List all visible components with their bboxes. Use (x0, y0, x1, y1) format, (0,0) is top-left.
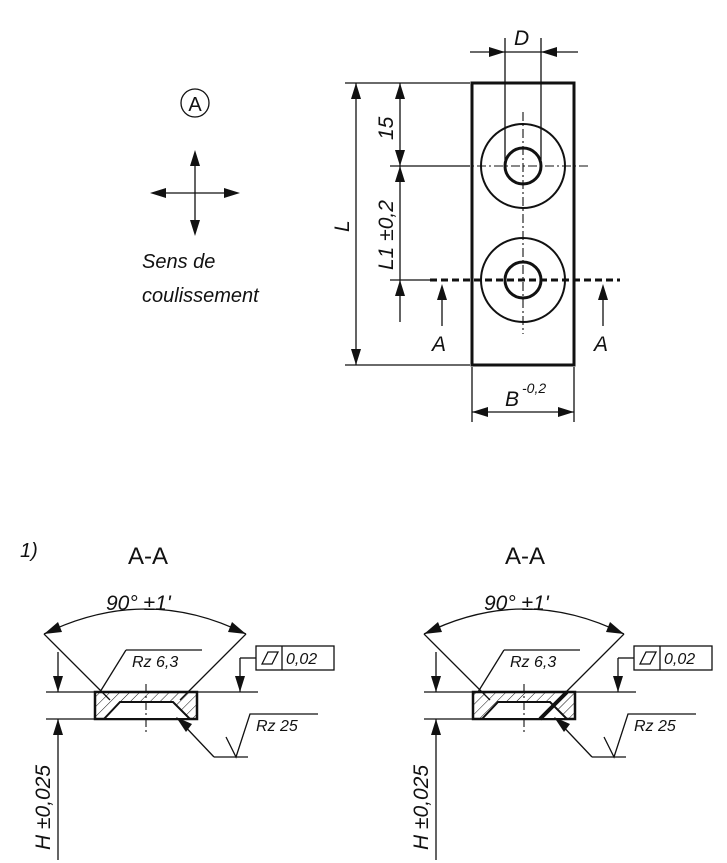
section-arrow-left (437, 284, 447, 326)
dim-B-tolerance: -0,2 (522, 380, 546, 396)
slide-outline (470, 81, 576, 367)
section-mark-left: A (430, 333, 446, 356)
section-view-1: A-A 90° ±1' H ±0,025 Rz 6,3 (32, 543, 335, 860)
dim-L-label: L (331, 220, 354, 232)
dim-L1-label: L1 ±0,2 (375, 200, 398, 270)
section-2-angle: 90° ±1' (484, 592, 550, 615)
flatness-icon (260, 651, 280, 665)
section-1-title: A-A (128, 543, 168, 570)
dim-15-label: 15 (375, 116, 398, 140)
flatness-icon (638, 651, 658, 665)
section-1-flatness-value: 0,02 (286, 651, 317, 668)
section-2-flatness-frame: 0,02 (613, 645, 713, 692)
section-2-flatness-value: 0,02 (664, 651, 695, 668)
dim-B: B -0,2 (471, 367, 575, 422)
dim-D-label: D (514, 27, 529, 50)
section-1-flatness-frame: 0,02 (235, 645, 335, 692)
direction-text-line1: Sens de (142, 251, 215, 273)
direction-text-line2: coulissement (142, 285, 260, 307)
dim-B-label: B (505, 388, 519, 411)
four-way-arrow-icon (150, 150, 240, 236)
section-2-rz-fine: Rz 6,3 (510, 654, 556, 671)
dim-L1: L1 ±0,2 (375, 166, 405, 322)
dim-15: 15 (375, 83, 405, 166)
footnote-marker: 1) (20, 540, 38, 562)
section-2-title: A-A (505, 543, 545, 570)
section-2-rz-coarse: Rz 25 (634, 718, 676, 735)
section-mark-right: A (592, 333, 608, 356)
section-1-rz-fine: Rz 6,3 (132, 654, 178, 671)
dim-D: D (470, 27, 578, 160)
section-1-angle: 90° ±1' (106, 592, 172, 615)
section-arrow-right (598, 284, 608, 326)
plan-view: A A D 15 L1 ±0,2 (331, 27, 620, 422)
section-1-height: H ±0,025 (32, 765, 55, 850)
view-marker-label: A (188, 94, 202, 116)
sliding-direction-symbol: A Sens de coulissement (142, 88, 260, 307)
section-view-2: A-A 90° ±1' H ±0,025 Rz 6,3 0,02 (410, 543, 713, 860)
view-marker-circle (180, 88, 210, 118)
section-2-height: H ±0,025 (410, 765, 433, 850)
dim-L: L (331, 83, 361, 365)
section-1-rz-coarse: Rz 25 (256, 718, 298, 735)
